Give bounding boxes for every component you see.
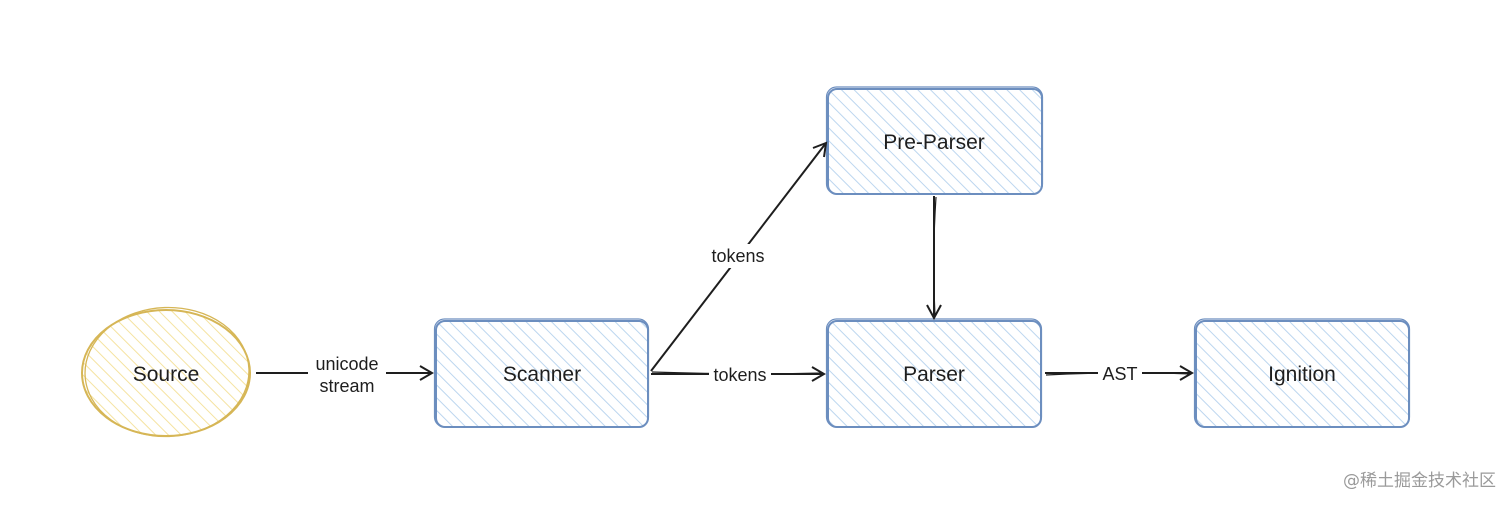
edge-scanner-to-parser-label-bg <box>709 363 771 387</box>
scanner-node-fill <box>436 321 648 427</box>
edge-scanner-to-preparser-label: tokens <box>711 246 764 266</box>
parser-node[interactable]: Parser <box>825 318 1043 428</box>
ignition-node-fill <box>1196 321 1409 427</box>
edge-scanner-to-parser: tokens <box>651 363 826 387</box>
watermark: @稀土掘金技术社区 <box>1343 471 1496 491</box>
parser-node-fill <box>828 321 1041 427</box>
edge-scanner-to-preparser: tokens <box>650 141 828 372</box>
edge-scanner-to-preparser-arrowhead <box>812 141 828 158</box>
edge-source-to-scanner-label-line1: unicode <box>315 354 378 374</box>
ignition-node[interactable]: Ignition <box>1193 318 1411 428</box>
edge-preparser-to-parser <box>926 196 942 321</box>
edge-source-to-scanner-label-line2: stream <box>319 376 374 396</box>
pre-parser-node-fill <box>828 89 1042 194</box>
edge-scanner-to-parser-label: tokens <box>713 365 766 385</box>
edge-scanner-to-parser-arrowhead <box>811 366 826 382</box>
source-node-label: Source <box>133 363 200 386</box>
scanner-node[interactable]: Scanner <box>433 318 650 428</box>
edge-parser-to-ignition: AST <box>1045 362 1194 386</box>
scanner-node-outline-sketch <box>433 318 650 428</box>
edge-preparser-to-parser-arrowhead <box>926 304 942 321</box>
source-node-fill <box>82 310 250 436</box>
ignition-node-outline-sketch <box>1193 318 1411 428</box>
edge-source-to-scanner: unicode stream <box>256 352 434 396</box>
ignition-node-label: Ignition <box>1268 363 1336 386</box>
parser-node-label: Parser <box>903 363 965 386</box>
edge-preparser-to-parser-line-sketch <box>933 196 937 317</box>
edge-parser-to-ignition-label-bg <box>1098 362 1142 386</box>
pre-parser-node[interactable]: Pre-Parser <box>825 86 1044 195</box>
edge-parser-to-ignition-arrowhead <box>1179 365 1194 381</box>
edge-scanner-to-preparser-label-bg <box>706 244 770 268</box>
edge-parser-to-ignition-label: AST <box>1102 364 1137 384</box>
pre-parser-node-label: Pre-Parser <box>883 131 985 154</box>
source-node[interactable]: Source <box>81 305 251 440</box>
source-node-outline-sketch <box>84 306 250 438</box>
scanner-node-label: Scanner <box>503 363 581 386</box>
edge-source-to-scanner-arrowhead <box>419 365 434 381</box>
pre-parser-node-outline-sketch <box>825 86 1044 195</box>
edge-source-to-scanner-label-bg <box>308 352 386 396</box>
